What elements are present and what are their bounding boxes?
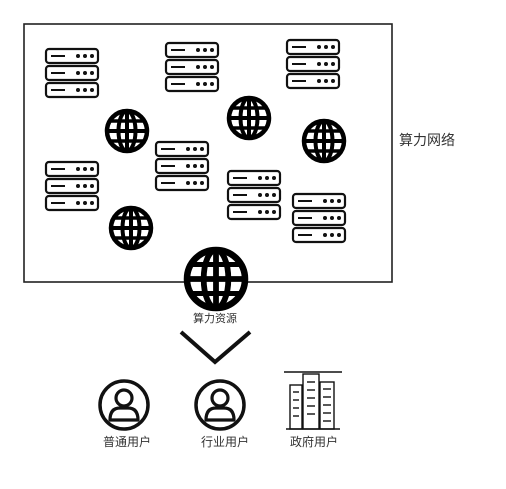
server-rack-icon — [44, 160, 100, 212]
globe-icon — [111, 208, 151, 248]
server-rack-icon — [44, 47, 100, 99]
server-rack-icon — [285, 38, 341, 90]
globe-icon — [229, 98, 269, 138]
resource-label: 算力资源 — [193, 312, 237, 325]
globe-icon — [107, 111, 147, 151]
server-rack-icon — [291, 192, 347, 244]
user-label-government: 政府用户 — [290, 435, 339, 449]
user-icon — [194, 379, 246, 431]
building-icon — [284, 371, 342, 430]
server-rack-icon — [154, 140, 210, 192]
globe-icon — [304, 121, 344, 161]
user-icon — [98, 379, 150, 431]
network-label: 算力网络 — [399, 133, 455, 149]
user-label-industry: 行业用户 — [201, 435, 250, 449]
server-rack-icon — [226, 169, 282, 221]
user-label-regular: 普通用户 — [103, 435, 152, 449]
server-rack-icon — [164, 41, 220, 93]
resource-globe-icon — [187, 250, 245, 308]
chevron-down-icon — [179, 330, 252, 365]
